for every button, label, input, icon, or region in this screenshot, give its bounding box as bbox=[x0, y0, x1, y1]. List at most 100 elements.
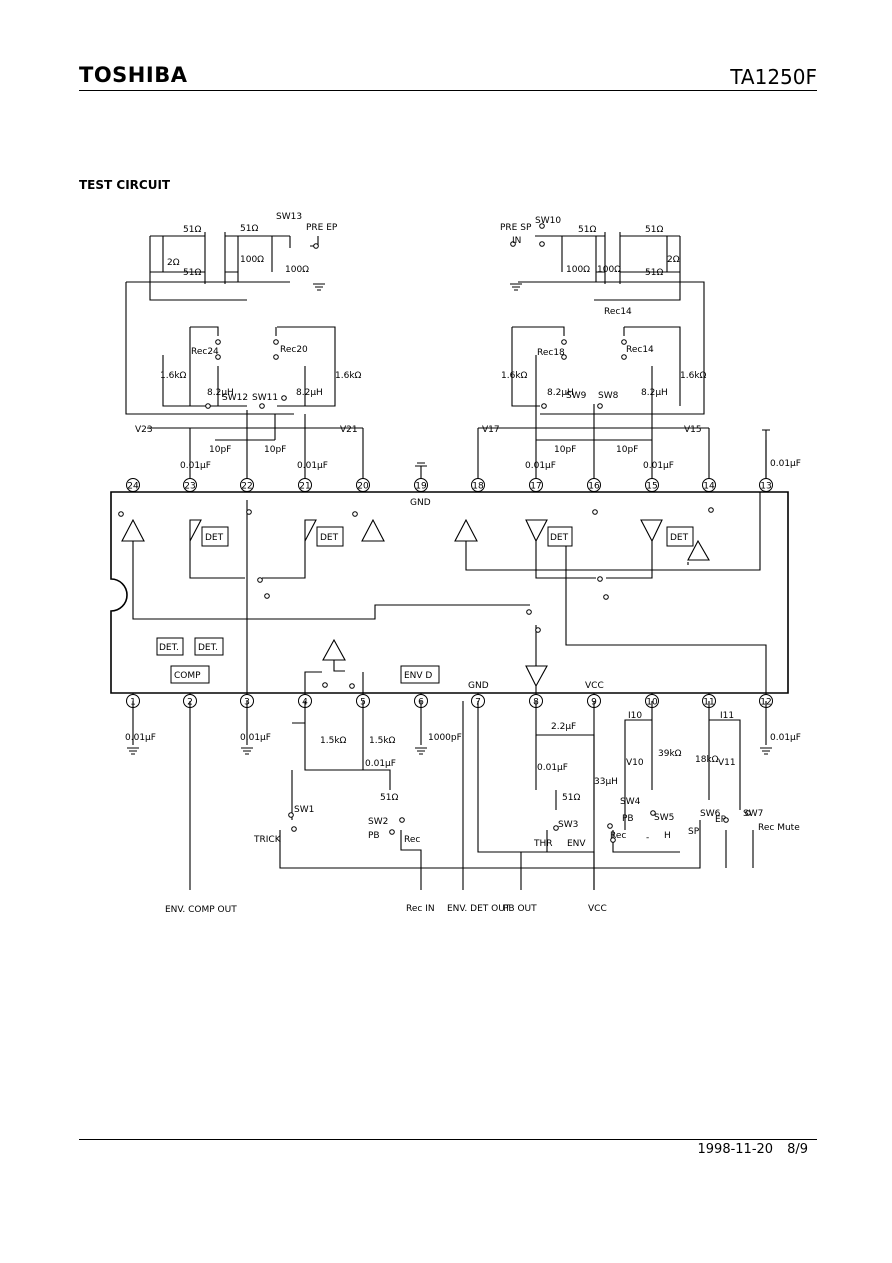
component-label: TRICK bbox=[253, 835, 282, 845]
component-label: 33μH bbox=[594, 777, 618, 787]
component-label: 8.2μH bbox=[547, 388, 574, 398]
component-label: I11 bbox=[720, 711, 734, 721]
env-d-label: ENV D bbox=[404, 671, 432, 681]
component-label: 1000pF bbox=[428, 733, 462, 743]
pin-number: 13 bbox=[760, 482, 771, 492]
pin-circle bbox=[298, 478, 312, 492]
pin-number: 19 bbox=[415, 482, 427, 492]
component-label: PRE SP bbox=[500, 223, 532, 233]
switch-contact bbox=[561, 339, 567, 345]
switch-contact bbox=[273, 339, 279, 345]
pin-circle bbox=[240, 478, 254, 492]
component-label: 39kΩ bbox=[658, 749, 682, 759]
switch-contact bbox=[745, 810, 751, 816]
component-label: VCC bbox=[588, 904, 607, 914]
det-label: DET bbox=[205, 533, 224, 543]
pin-circle bbox=[529, 478, 543, 492]
switch-contact bbox=[603, 594, 609, 600]
pin-number: 15 bbox=[646, 482, 657, 492]
component-label: 2Ω bbox=[667, 255, 680, 265]
switch-contact bbox=[322, 682, 328, 688]
switch-contact bbox=[246, 509, 252, 515]
pin-number: 17 bbox=[530, 482, 541, 492]
component-label: Rec20 bbox=[280, 345, 308, 355]
part-number: TA1250F bbox=[730, 65, 817, 89]
component-label: 51Ω bbox=[578, 225, 596, 235]
component-label: 10pF bbox=[616, 445, 638, 455]
component-label: SW11 bbox=[252, 393, 278, 403]
pin-circle bbox=[645, 478, 659, 492]
component-label: SW3 bbox=[558, 820, 578, 830]
pin-circle bbox=[126, 478, 140, 492]
pin-number: 20 bbox=[357, 482, 369, 492]
det-label: DET bbox=[550, 533, 569, 543]
component-label: 0.01μF bbox=[643, 461, 674, 471]
switch-contact bbox=[535, 627, 541, 633]
switch-contact bbox=[118, 511, 124, 517]
component-label: 0.01μF bbox=[525, 461, 556, 471]
component-label: SP bbox=[688, 827, 700, 837]
switch-contact bbox=[273, 354, 279, 360]
switch-contact bbox=[281, 395, 287, 401]
component-label: V15 bbox=[684, 425, 702, 435]
component-label: H bbox=[664, 831, 671, 841]
component-label: 51Ω bbox=[645, 225, 663, 235]
pin-number: 14 bbox=[703, 482, 715, 492]
pin-number: 18 bbox=[472, 482, 484, 492]
component-label: 51Ω bbox=[645, 268, 663, 278]
switch-contact bbox=[215, 339, 221, 345]
switch-contact bbox=[264, 593, 270, 599]
component-label: 10pF bbox=[264, 445, 286, 455]
component-label: 2Ω bbox=[167, 258, 180, 268]
component-label: Rec bbox=[404, 835, 420, 845]
footer-page: 8/9 bbox=[787, 1142, 808, 1157]
component-label: SW7 bbox=[743, 809, 763, 819]
component-label: SW2 bbox=[368, 817, 388, 827]
switch-contact bbox=[553, 825, 559, 831]
component-label: 2.2μF bbox=[551, 722, 576, 732]
switch-contact bbox=[610, 837, 616, 843]
component-label: 51Ω bbox=[183, 225, 201, 235]
switch-contacts bbox=[118, 223, 751, 843]
det-dot-label: DET. bbox=[159, 643, 179, 653]
section-title: TEST CIRCUIT bbox=[79, 178, 171, 192]
header-rule bbox=[79, 90, 817, 91]
footer-rule bbox=[79, 1139, 817, 1140]
component-label: SW5 bbox=[654, 813, 674, 823]
ic-body bbox=[110, 491, 789, 694]
component-label: SW13 bbox=[276, 212, 302, 222]
component-label: 0.01μF bbox=[365, 759, 396, 769]
component-label: V17 bbox=[482, 425, 500, 435]
ic-text: DET DET DET DET DET. DET. COMP ENV D GND… bbox=[159, 498, 689, 691]
component-label: 51Ω bbox=[562, 793, 580, 803]
component-label: 8.2μH bbox=[207, 388, 234, 398]
det-label: DET bbox=[320, 533, 339, 543]
pin-number: 23 bbox=[184, 482, 195, 492]
switch-contact bbox=[399, 817, 405, 823]
component-label: SW1 bbox=[294, 805, 314, 815]
component-label: 100Ω bbox=[597, 265, 621, 275]
left-head-network bbox=[125, 232, 364, 478]
component-label: Rec14 bbox=[626, 345, 654, 355]
component-label: SW10 bbox=[535, 216, 561, 226]
component-label: V21 bbox=[340, 425, 358, 435]
switch-contact bbox=[526, 609, 532, 615]
switch-contact bbox=[561, 354, 567, 360]
switch-contact bbox=[205, 403, 211, 409]
component-label: SW9 bbox=[566, 391, 587, 401]
component-label: 1.5kΩ bbox=[320, 736, 347, 746]
comp-label: COMP bbox=[174, 671, 201, 681]
switch-contact bbox=[597, 403, 603, 409]
component-label: 8.2μH bbox=[641, 388, 668, 398]
pin-number: 21 bbox=[299, 482, 310, 492]
component-label: PRE EP bbox=[306, 223, 338, 233]
component-label: I10 bbox=[628, 711, 642, 721]
pin-circle bbox=[759, 478, 773, 492]
switch-contact bbox=[257, 577, 263, 583]
component-label: 1.6kΩ bbox=[501, 371, 528, 381]
pin-circle bbox=[587, 478, 601, 492]
